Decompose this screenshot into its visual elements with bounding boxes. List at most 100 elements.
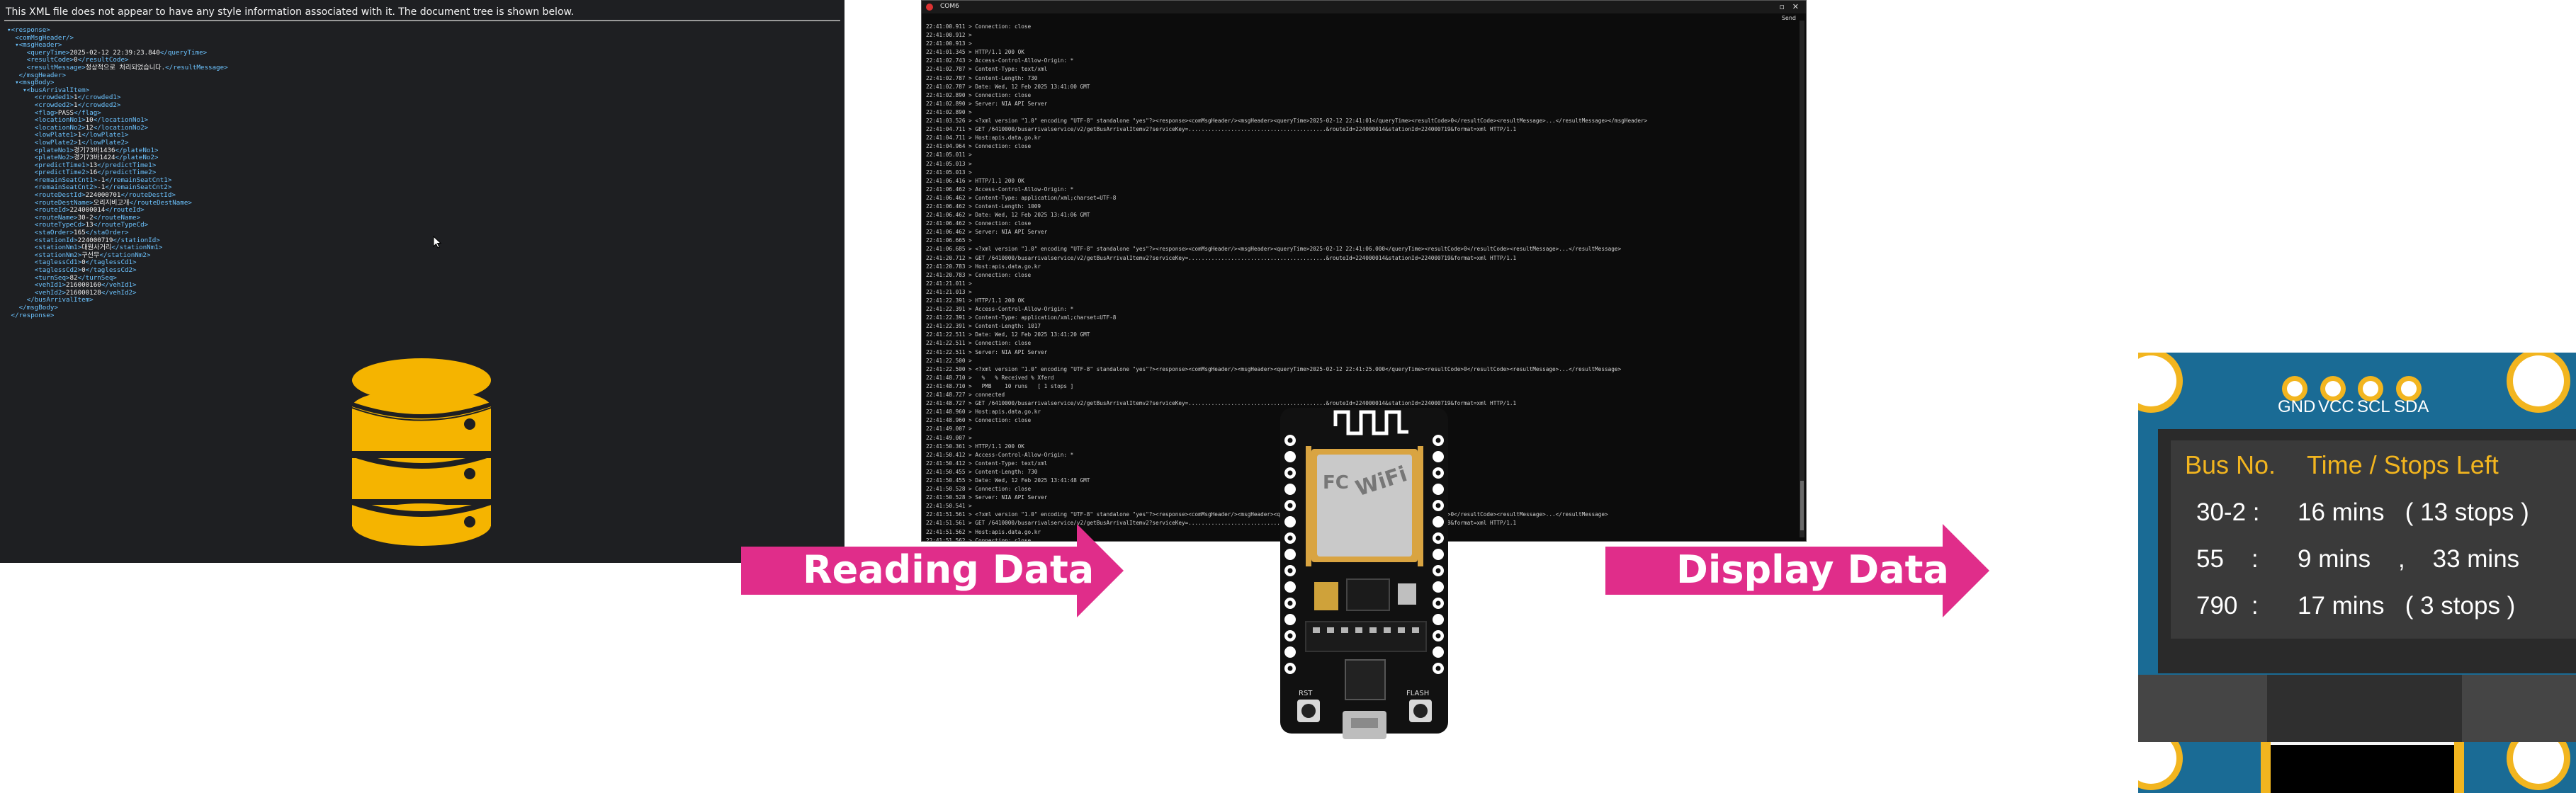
log-line: 22:41:50.528 > Connection: close [926,486,1032,493]
log-line: 22:41:50.412 > Access-Control-Allow-Orig… [926,451,1074,458]
oled-header-bus: Bus No. [2185,450,2276,479]
xml-line: <resultMessage>정상적으로 처리되었습니다.</resultMes… [7,63,228,72]
serial-log: 22:41:00.911 > Connection: close 22:41:00… [926,23,1792,541]
database-icon [351,358,492,546]
xml-line: <resultCode>0</resultCode> [7,56,129,64]
oled-row-info: 17 mins ( 3 stops ) [2298,592,2516,620]
oled-display-module: GND VCC SCL SDA Bus No. Time / Stops Lef… [2138,353,2576,793]
log-line: 22:41:06.685 > <?xml version "1.0" encod… [926,246,1622,253]
rst-button [1297,700,1320,722]
xml-document-tree: ▾<response> <comMsgHeader/> ▾<msgHeader>… [7,26,228,319]
xml-line: <queryTime>2025-02-12 22:39:23.840</quer… [7,48,208,57]
log-line: 22:41:02.787 > Content-Type: text/xml [926,66,1048,73]
xml-line: <lowPlate2>1</lowPlate2> [7,138,129,147]
xml-line: </msgHeader> [7,71,66,79]
oled-header-time: Time / Stops Left [2307,450,2499,479]
xml-line: <routeTypeCd>13</routeTypeCd> [7,221,149,229]
log-line: 22:41:22.500 > [926,357,972,364]
log-line: 22:41:22.511 > Server: NIA API Server [926,348,1048,355]
xml-line: </busArrivalItem> [7,296,94,304]
log-line: 22:41:02.890 > [926,108,972,115]
xml-line: ▾<response> [7,26,50,34]
log-line: 22:41:22.391 > Content-Length: 1017 [926,323,1041,330]
log-line: 22:41:51.561 > GET /6410000/busarrivalse… [926,520,1517,527]
close-icon[interactable]: ✕ [1792,2,1799,11]
xml-line: <crowded2>1</crowded2> [7,101,121,109]
xml-line: <routeName>30-2</routeName> [7,213,141,222]
log-line: 22:41:06.462 > Connection: close [926,220,1032,227]
xml-line: <stationNm2>구선무</stationNm2> [7,251,151,259]
xml-line: <routeDestName>오리지비고개</routeDestName> [7,198,192,207]
xml-line: </msgBody> [7,303,58,312]
svg-text:FC: FC [1323,472,1349,494]
flash-button [1409,700,1432,722]
pin-label-gnd: GND [2278,397,2316,416]
pin-label-vcc: VCC [2318,397,2354,416]
mounting-hole [2507,353,2570,413]
xml-line: </response> [7,311,55,319]
log-line: 22:41:22.500 > <?xml version "1.0" encod… [926,365,1622,372]
oled-row-info: 16 mins ( 13 stops ) [2298,498,2529,526]
svg-text:RST: RST [1299,690,1313,697]
xml-line: <turnSeq>82</turnSeq> [7,273,117,282]
log-line: 22:41:05.013 > [926,160,972,167]
log-line: 22:41:04.711 > Host:apis.data.go.kr [926,135,1041,142]
mounting-hole [2138,353,2183,413]
log-line: 22:41:22.391 > Content-Type: application… [926,314,1117,321]
flex-ribbon [2261,742,2463,793]
svg-text:FLASH: FLASH [1406,690,1429,697]
display-data-label: Display Data [1676,547,1949,592]
log-line: 22:41:51.562 > Host:apis.data.go.kr [926,528,1041,535]
oled-row-info: 9 mins , 33 mins [2298,545,2520,573]
log-line: 22:41:05.013 > [926,169,972,176]
pin-pad-vcc [2320,376,2346,401]
reading-data-arrow [741,524,1124,617]
log-line: 22:41:21.011 > [926,280,972,287]
log-line: 22:41:49.007 > [926,434,972,441]
send-button[interactable]: Send [1781,15,1796,21]
maximize-icon[interactable]: ▫ [1779,2,1785,11]
xml-line: <plateNo2>경기73바1424</plateNo2> [7,154,159,162]
log-line: 22:41:48.710 > PMB 10 runs [ 1 stops ] [926,382,1074,389]
log-line: 22:41:22.511 > Date: Wed, 12 Feb 2025 13… [926,331,1090,338]
log-line: 22:41:48.727 > GET /6410000/busarrivalse… [926,400,1517,407]
mouse-cursor-icon [433,236,442,249]
log-line: 22:41:02.890 > Connection: close [926,91,1032,98]
log-line: 22:41:20.712 > GET /6410000/busarrivalse… [926,254,1517,261]
terminal-scrollbar[interactable] [1800,21,1804,537]
log-line: 22:41:00.913 > [926,40,972,47]
log-line: 22:41:00.911 > Connection: close [926,23,1032,30]
log-line: 22:41:00.912 > [926,32,972,39]
log-line: 22:41:04.964 > Connection: close [926,143,1032,150]
log-line: 22:41:22.391 > Access-Control-Allow-Orig… [926,306,1074,313]
log-line: 22:41:49.007 > [926,426,972,433]
log-line: 22:41:50.541 > [926,503,972,510]
log-line: 22:41:48.960 > Host:apis.data.go.kr [926,409,1041,416]
log-line: 22:41:22.511 > Connection: close [926,340,1032,347]
log-line: 22:41:50.361 > HTTP/1.1 200 OK [926,443,1024,450]
reading-data-label: Reading Data [803,547,1095,592]
xml-line: <locationNo1>10</locationNo1> [7,116,149,125]
log-line: 22:41:22.391 > HTTP/1.1 200 OK [926,297,1024,304]
oled-row-bus: 55 : [2196,545,2259,573]
scrollbar-thumb[interactable] [1800,481,1804,530]
log-line: 22:41:06.462 > Date: Wed, 12 Feb 2025 13… [926,212,1090,219]
log-line: 22:41:02.787 > Date: Wed, 12 Feb 2025 13… [926,83,1090,90]
log-line: 22:41:48.960 > Connection: close [926,417,1032,424]
log-line: 22:41:02.787 > Content-Length: 730 [926,74,1038,81]
xml-line: <vehId1>216000160</vehId1> [7,281,137,290]
log-line: 22:41:05.011 > [926,152,972,159]
pin-label-sda: SDA [2394,397,2429,416]
antenna-trace [1333,410,1408,435]
xml-line: <remainSeatCnt1>-1</remainSeatCnt1> [7,176,172,184]
xml-line: <taglessCd2>0</taglessCd2> [7,266,137,274]
log-line: 22:41:21.013 > [926,288,972,295]
xml-line: <predictTime2>16</predictTime2> [7,169,157,177]
log-line: 22:41:06.665 > [926,237,972,244]
xml-line: <flag>PASS</flag> [7,108,101,117]
xml-line: <crowded1>1</crowded1> [7,93,121,102]
log-line: 22:41:50.455 > Content-Length: 730 [926,468,1038,475]
capacitor [1314,582,1338,610]
log-line: 22:41:01.345 > HTTP/1.1 200 OK [926,49,1024,56]
log-line: 22:41:50.528 > Server: NIA API Server [926,494,1048,501]
